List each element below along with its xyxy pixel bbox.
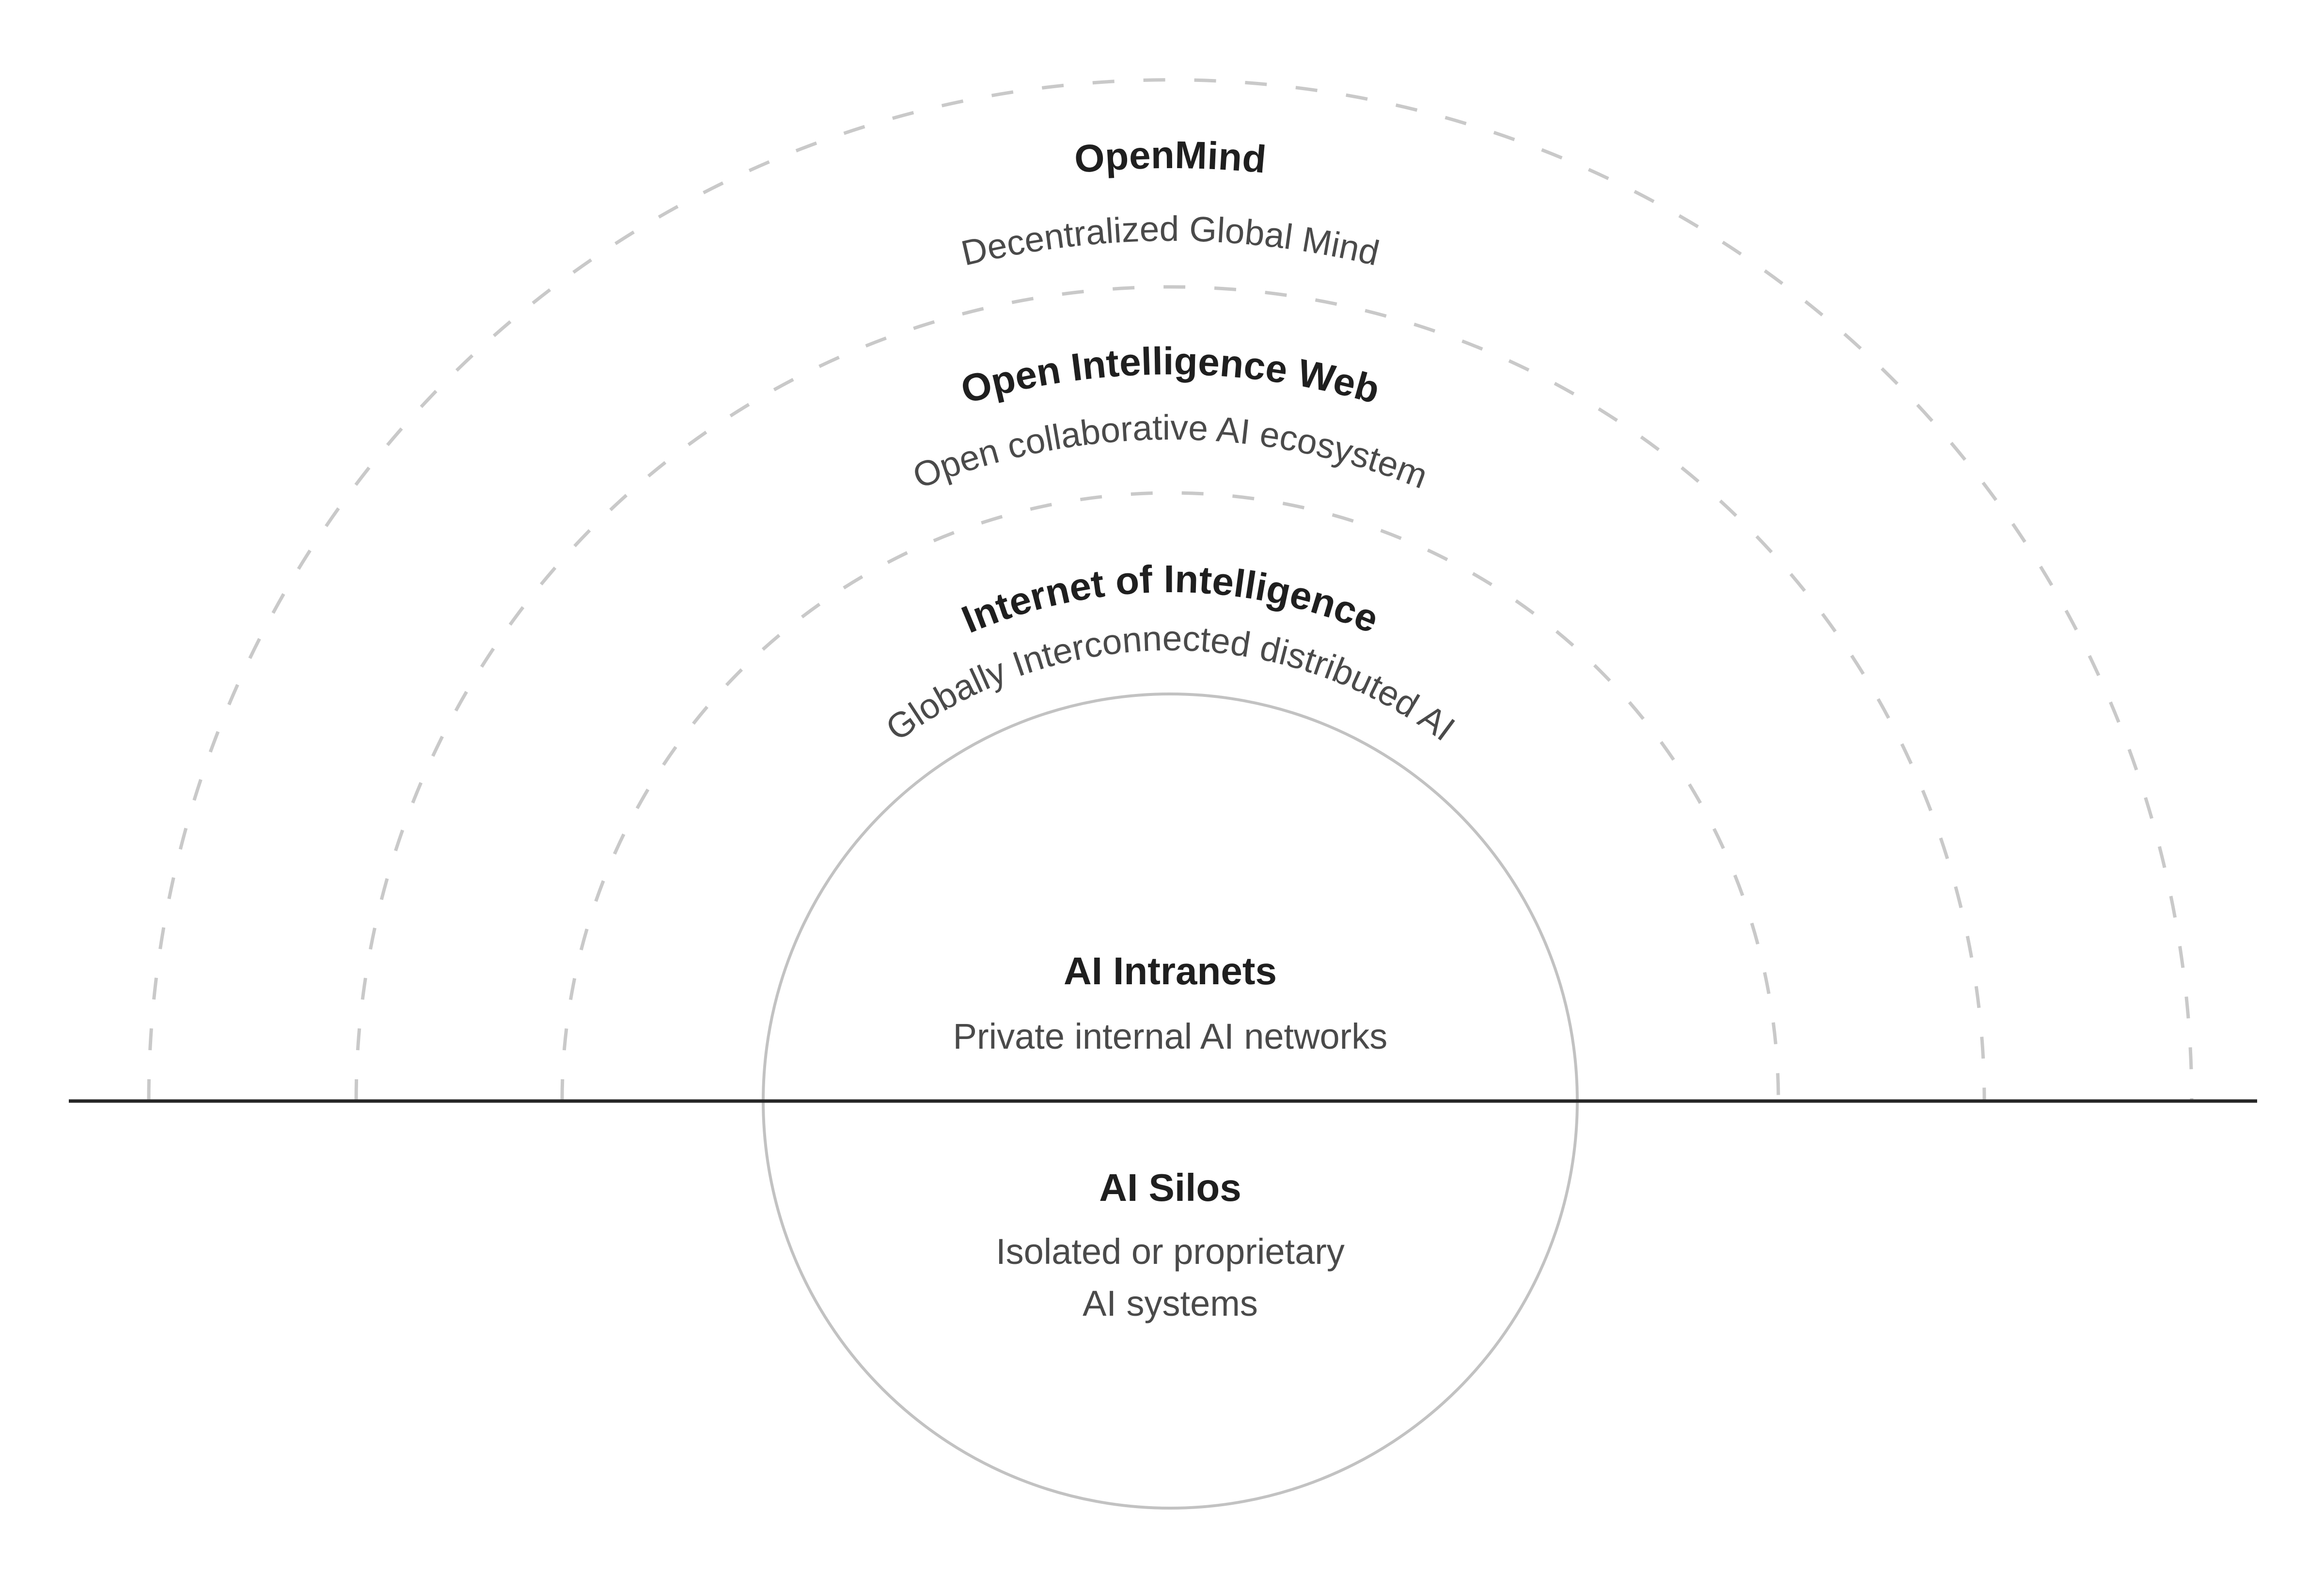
ring-title-openmind-text: OpenMind	[1073, 133, 1268, 181]
ring-subtitle-openmind: Decentralized Global Mind	[958, 209, 1383, 273]
label-ai-intranets-title: AI Intranets	[1064, 949, 1277, 992]
ring-subtitle-open-intelligence-web-text: Open collaborative AI ecosystem	[908, 408, 1433, 496]
label-ai-silos-title: AI Silos	[1099, 1166, 1241, 1209]
ring-title-open-intelligence-web-text: Open Intelligence Web	[957, 339, 1384, 411]
ring-subtitle-open-intelligence-web: Open collaborative AI ecosystem	[908, 408, 1433, 496]
arc-open-intelligence-web	[354, 285, 1986, 1102]
ring-subtitle-internet-of-intelligence-text: Globally Interconnected distributed AI	[879, 619, 1462, 749]
arc-openmind	[147, 78, 2194, 1102]
ring-title-openmind: OpenMind	[1073, 133, 1268, 181]
ring-subtitle-internet-of-intelligence: Globally Interconnected distributed AI	[879, 619, 1462, 749]
label-ai-silos-subtitle-line2: AI systems	[1083, 1283, 1258, 1323]
ring-title-open-intelligence-web: Open Intelligence Web	[957, 339, 1384, 411]
label-ai-silos-subtitle-line1: Isolated or proprietary	[996, 1231, 1345, 1272]
arc-internet-of-intelligence	[560, 491, 1780, 1102]
label-ai-intranets-subtitle: Private internal AI networks	[953, 1016, 1388, 1056]
ring-subtitle-openmind-text: Decentralized Global Mind	[958, 209, 1383, 273]
